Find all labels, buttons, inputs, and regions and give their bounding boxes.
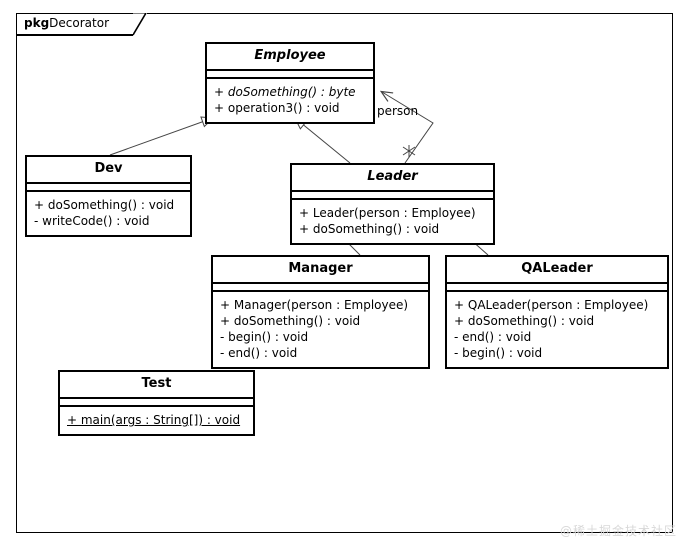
operation-row: + doSomething() : void: [34, 198, 175, 212]
package-name: Decorator: [49, 16, 110, 30]
class-separator: [27, 182, 190, 184]
operation-row: + doSomething() : void: [454, 314, 595, 328]
class-name-employee: Employee: [254, 48, 326, 63]
class-attributes-leader: [292, 192, 493, 200]
class-box-test[interactable]: Test + main(args : String[]) : void: [58, 370, 255, 436]
operation-row: - end() : void: [454, 330, 532, 344]
class-separator: [60, 397, 253, 399]
class-attributes-test: [60, 399, 253, 407]
class-box-employee[interactable]: Employee + doSomething() : byte + operat…: [205, 42, 375, 124]
operation-row: - writeCode() : void: [34, 214, 150, 228]
class-operations-dev: + doSomething() : void - writeCode() : v…: [27, 192, 190, 235]
class-separator: [207, 69, 373, 71]
edge-label-person: person: [377, 104, 419, 118]
package-tab: [16, 13, 134, 36]
class-separator: [292, 190, 493, 192]
class-operations-test: + main(args : String[]) : void: [60, 407, 253, 434]
package-label: pkgDecorator: [24, 15, 109, 32]
multiplicity-star: [402, 145, 416, 157]
operation-row: + Manager(person : Employee): [220, 298, 409, 312]
class-name-leader: Leader: [367, 169, 418, 184]
operation-row: + operation3() : void: [214, 101, 340, 115]
watermark: @稀土掘金技术社区: [559, 524, 677, 538]
class-separator: [447, 282, 667, 284]
class-name-qaleader: QALeader: [521, 261, 593, 276]
package-frame: [16, 13, 673, 533]
class-name-dev: Dev: [94, 161, 123, 176]
class-box-dev[interactable]: Dev + doSomething() : void - writeCode()…: [25, 155, 192, 237]
operation-row: - begin() : void: [220, 330, 309, 344]
class-box-manager[interactable]: Manager + Manager(person : Employee) + d…: [211, 255, 430, 369]
class-operations-leader: + Leader(person : Employee) + doSomethin…: [292, 200, 493, 243]
edge-leader-employee: [294, 117, 351, 164]
operation-row: + QALeader(person : Employee): [454, 298, 649, 312]
class-operations-qaleader: + QALeader(person : Employee) + doSometh…: [447, 292, 667, 367]
operation-row: + main(args : String[]) : void: [67, 413, 241, 427]
class-attributes-dev: [27, 184, 190, 192]
class-separator: [213, 282, 428, 284]
class-attributes-qaleader: [447, 284, 667, 292]
operation-row: - end() : void: [220, 346, 298, 360]
class-operations-employee: + doSomething() : byte + operation3() : …: [207, 79, 373, 122]
class-name-manager: Manager: [288, 261, 353, 276]
operation-row: + doSomething() : byte: [214, 85, 356, 99]
edge-dev-employee: [109, 116, 215, 156]
package-tab-corner-icon: [133, 13, 147, 36]
class-attributes-employee: [207, 71, 373, 79]
operation-row: + doSomething() : void: [220, 314, 361, 328]
class-operations-manager: + Manager(person : Employee) + doSomethi…: [213, 292, 428, 367]
class-attributes-manager: [213, 284, 428, 292]
operation-row: + Leader(person : Employee): [299, 206, 476, 220]
operation-row: + doSomething() : void: [299, 222, 440, 236]
edge-leader-person-employee: [379, 90, 434, 164]
class-box-qaleader[interactable]: QALeader + QALeader(person : Employee) +…: [445, 255, 669, 369]
class-box-leader[interactable]: Leader + Leader(person : Employee) + doS…: [290, 163, 495, 245]
class-name-test: Test: [141, 376, 172, 391]
package-keyword: pkg: [24, 16, 50, 30]
operation-row: - begin() : void: [454, 346, 543, 360]
